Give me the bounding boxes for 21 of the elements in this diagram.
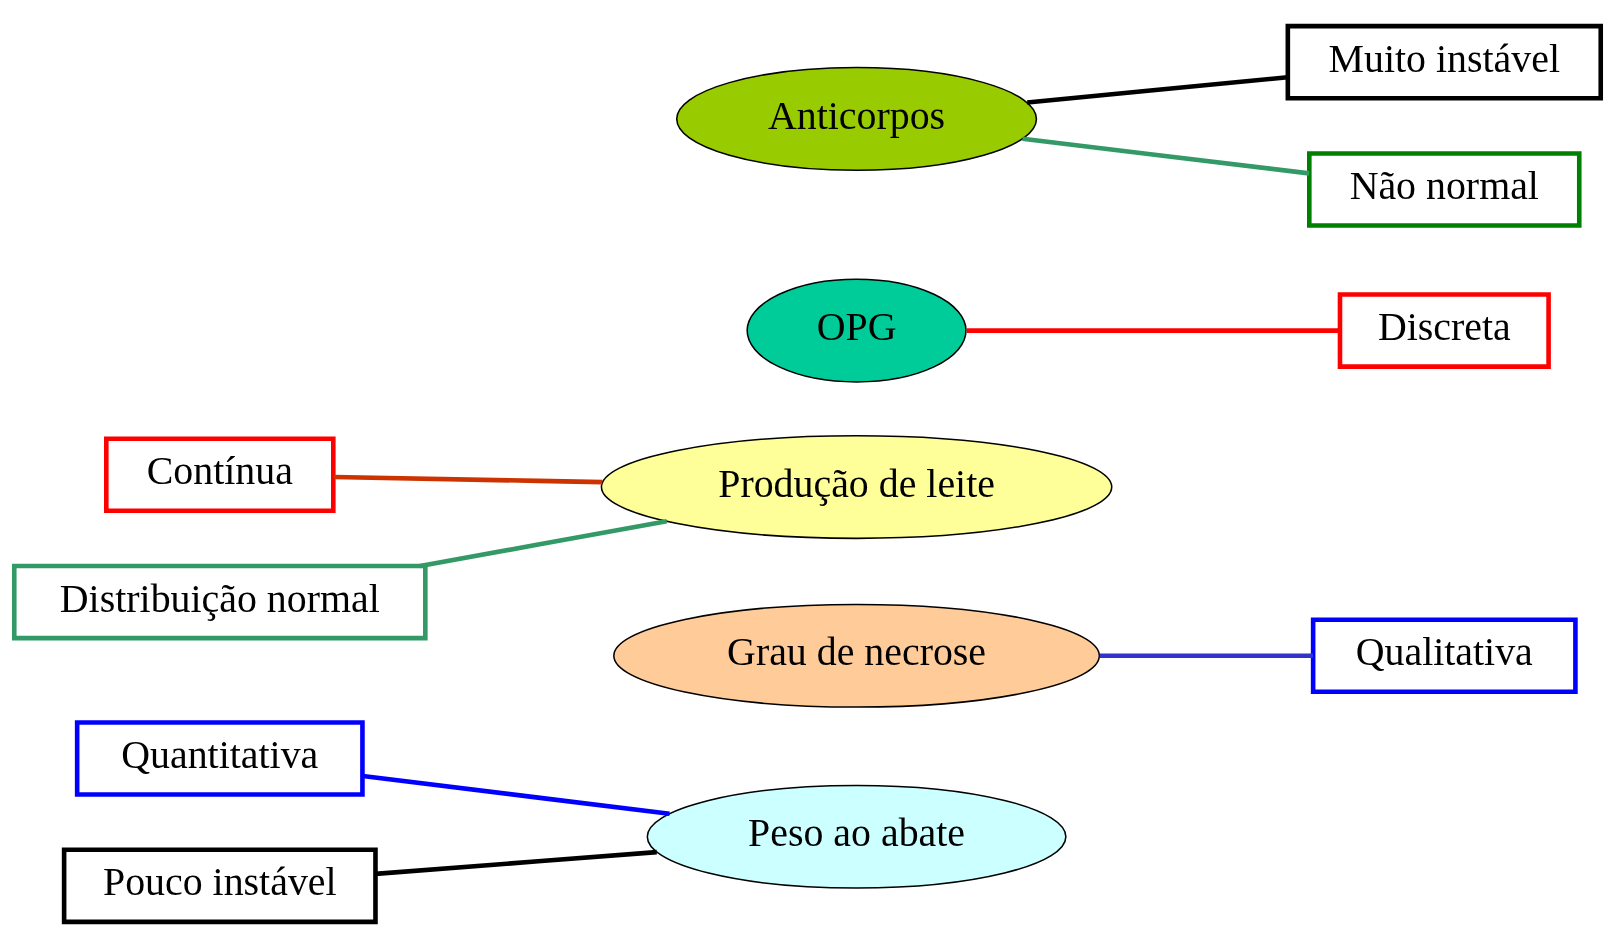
node-ellipse: OPG bbox=[746, 278, 967, 383]
connector bbox=[333, 474, 603, 485]
node-box: Muito instável bbox=[1285, 23, 1604, 101]
connector bbox=[375, 849, 657, 877]
connector bbox=[419, 518, 668, 569]
connector bbox=[966, 328, 1340, 333]
node-box: Distribuição normal bbox=[11, 563, 428, 641]
node-ellipse: Anticorpos bbox=[675, 66, 1038, 172]
node-ellipse: Produção de leite bbox=[600, 434, 1113, 540]
node-box: Discreta bbox=[1337, 292, 1551, 369]
node-box: Não normal bbox=[1307, 151, 1582, 228]
node-ellipse: Peso ao abate bbox=[646, 784, 1067, 889]
connector bbox=[362, 773, 670, 817]
connector bbox=[1027, 74, 1288, 105]
node-box: Contínua bbox=[104, 436, 336, 514]
connector bbox=[1022, 136, 1310, 176]
connector bbox=[1099, 653, 1313, 659]
node-box: Quantitativa bbox=[74, 720, 365, 797]
node-box: Qualitativa bbox=[1310, 617, 1578, 695]
node-ellipse: Grau de necrose bbox=[613, 603, 1101, 708]
node-box: Pouco instável bbox=[61, 847, 378, 925]
